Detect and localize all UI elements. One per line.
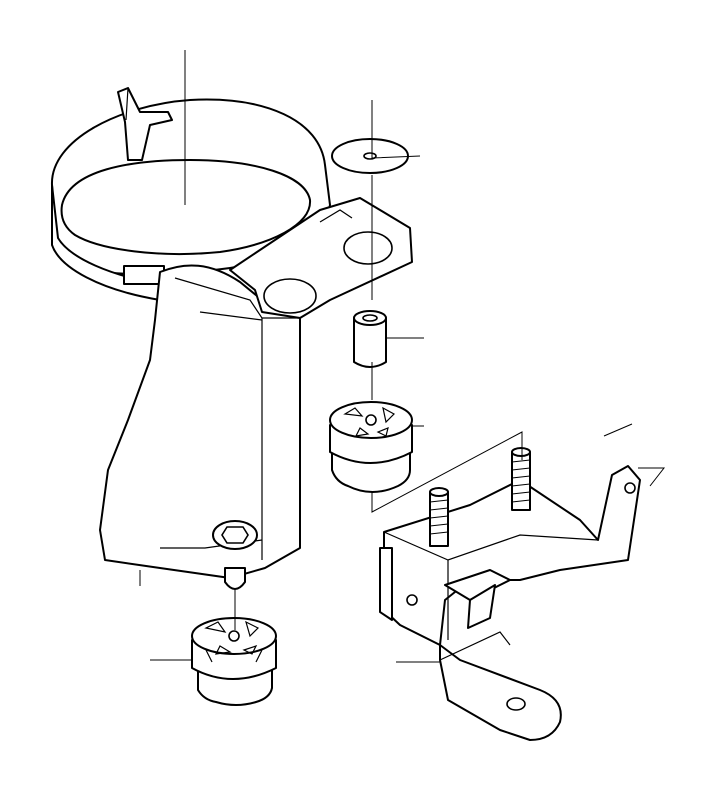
spacer-sleeve: [353, 310, 387, 368]
mounting-bracket-with-studs: [379, 447, 641, 741]
clamp-bracket: [50, 87, 413, 590]
leader-lines: [139, 50, 666, 663]
rubber-mount-lower: [191, 617, 277, 706]
leader-line-bracket-frame: [371, 423, 666, 513]
washer: [331, 138, 409, 174]
rubber-mount-upper: [329, 401, 413, 493]
leader-line-washer: [371, 100, 421, 159]
